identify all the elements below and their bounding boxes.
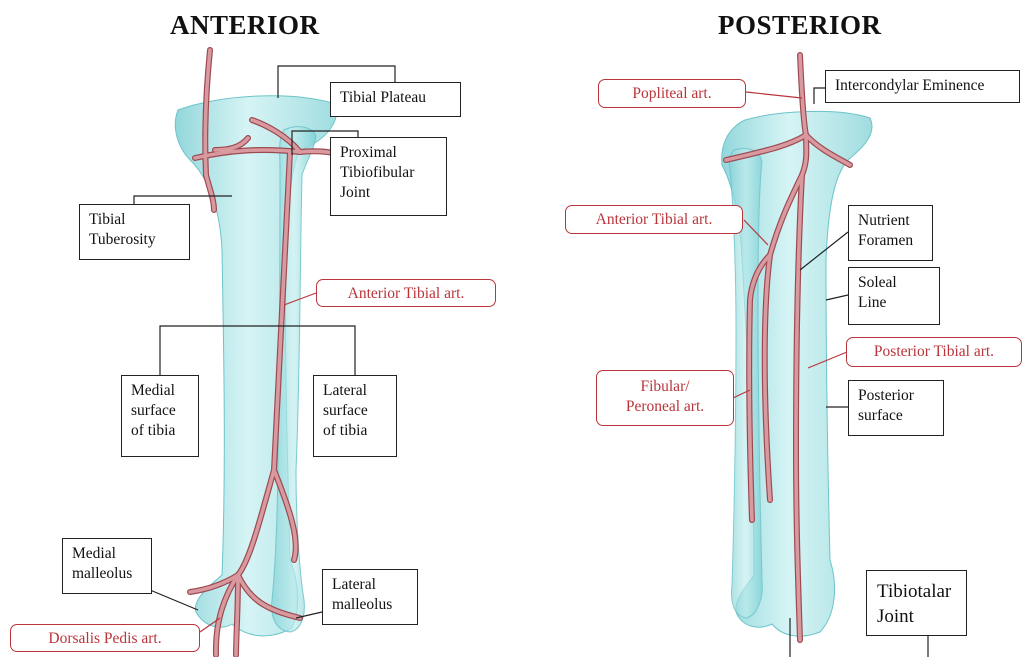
label-fibular-peroneal-art: Fibular/ Peroneal art. [596, 370, 734, 426]
label-medial-malleolus: Medial malleolus [62, 538, 152, 594]
label-posterior-tibial-art: Posterior Tibial art. [846, 337, 1022, 367]
label-tibiotalar-joint: Tibiotalar Joint [866, 570, 967, 636]
leader-soleal-line [826, 295, 848, 300]
leader-popliteal-art [746, 92, 802, 98]
leader-intercondylar-eminence [814, 88, 825, 104]
label-intercondylar-eminence: Intercondylar Eminence [825, 70, 1020, 103]
label-lateral-malleolus: Lateral malleolus [322, 569, 418, 625]
label-dorsalis-pedis-art: Dorsalis Pedis art. [10, 624, 200, 652]
label-nutrient-foramen: Nutrient Foramen [848, 205, 933, 261]
label-anterior-tibial-art-posterior: Anterior Tibial art. [565, 205, 743, 234]
label-popliteal-art: Popliteal art. [598, 79, 746, 108]
anterior-tibia-bone [175, 96, 336, 636]
anterior-heading: ANTERIOR [170, 10, 320, 41]
posterior-heading: POSTERIOR [718, 10, 882, 41]
label-lateral-surface-of-tibia: Lateral surface of tibia [313, 375, 397, 457]
label-posterior-surface: Posterior surface [848, 380, 944, 436]
label-tibial-plateau: Tibial Plateau [330, 82, 461, 117]
label-medial-surface-of-tibia: Medial surface of tibia [121, 375, 199, 457]
label-tibial-tuberosity: Tibial Tuberosity [79, 204, 190, 260]
label-soleal-line: Soleal Line [848, 267, 940, 325]
label-proximal-tibiofibular-joint: Proximal Tibiofibular Joint [330, 137, 447, 216]
label-anterior-tibial-art: Anterior Tibial art. [316, 279, 496, 307]
